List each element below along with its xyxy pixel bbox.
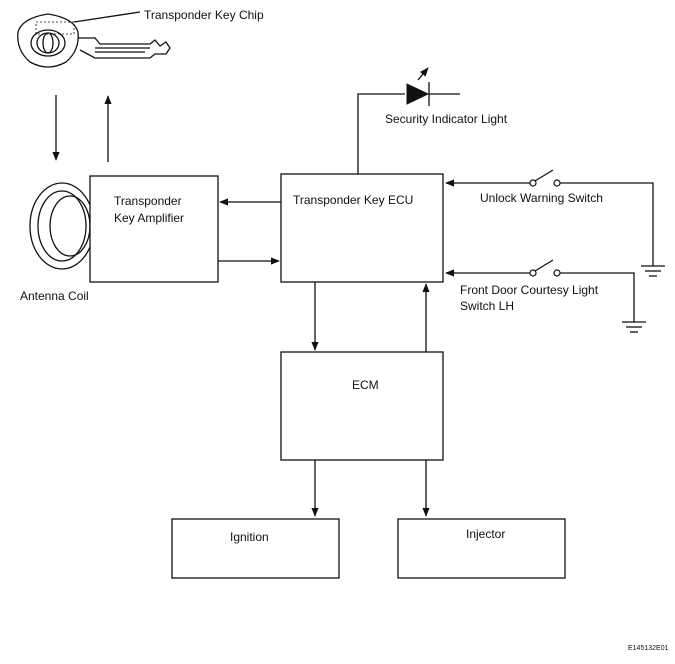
- front-door-courtesy-switch-icon: [529, 259, 646, 333]
- security-indicator-label: Security Indicator Light: [385, 112, 508, 126]
- amplifier-label-line1: Transponder: [114, 194, 182, 208]
- antenna-coil-label: Antenna Coil: [20, 289, 89, 303]
- door-switch-label-line1: Front Door Courtesy Light: [460, 283, 599, 297]
- ignition-box: [171, 518, 340, 579]
- injector-box: [397, 518, 566, 579]
- ecu-label: Transponder Key ECU: [293, 193, 413, 207]
- unlock-warning-switch-icon: [529, 169, 665, 277]
- injector-label: Injector: [466, 527, 505, 541]
- key-chip-leader: [73, 11, 141, 23]
- antenna-coil-icon: [29, 182, 95, 270]
- figure-reference: E145132E01: [628, 645, 669, 652]
- ecm-box: [280, 351, 444, 461]
- key-chip-label: Transponder Key Chip: [144, 8, 264, 22]
- transponder-key-ecu-box: [280, 173, 444, 283]
- unlock-warning-switch-label: Unlock Warning Switch: [480, 191, 603, 205]
- ignition-label: Ignition: [230, 530, 269, 544]
- ecu-to-led-wire: [357, 93, 405, 174]
- led-icon: [406, 67, 460, 106]
- transponder-key-icon: [17, 13, 171, 68]
- amplifier-label-line2: Key Amplifier: [114, 211, 184, 225]
- ecm-label: ECM: [352, 378, 379, 392]
- transponder-key-amplifier-box: [89, 175, 219, 283]
- door-switch-label-line2: Switch LH: [460, 299, 514, 313]
